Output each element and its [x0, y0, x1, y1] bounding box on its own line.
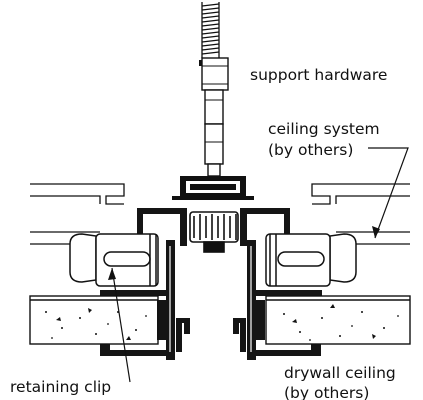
threaded-rod	[201, 2, 220, 58]
leader-lines	[111, 147, 409, 383]
drywall-hatching	[45, 304, 399, 341]
label-drywall-line1: drywall ceiling	[284, 364, 396, 382]
hanger-bracket	[172, 176, 254, 200]
left-drywall	[29, 295, 159, 345]
trim-profile-inner-lines	[169, 246, 252, 352]
label-ceiling-system-line1: ceiling system	[268, 120, 380, 138]
label-drywall-line2: (by others)	[284, 384, 369, 400]
right-retaining-clip	[265, 233, 357, 287]
support-coupler	[201, 57, 229, 177]
coupler-detail-lines	[202, 65, 228, 143]
leader-arrowheads	[108, 226, 380, 280]
right-drywall	[265, 295, 411, 345]
label-ceiling-system-line2: (by others)	[268, 141, 353, 159]
label-retaining-clip: retaining clip	[10, 378, 111, 396]
rod-nub	[199, 60, 202, 66]
spring-clip	[189, 211, 239, 253]
label-support-hardware: support hardware	[250, 66, 387, 84]
